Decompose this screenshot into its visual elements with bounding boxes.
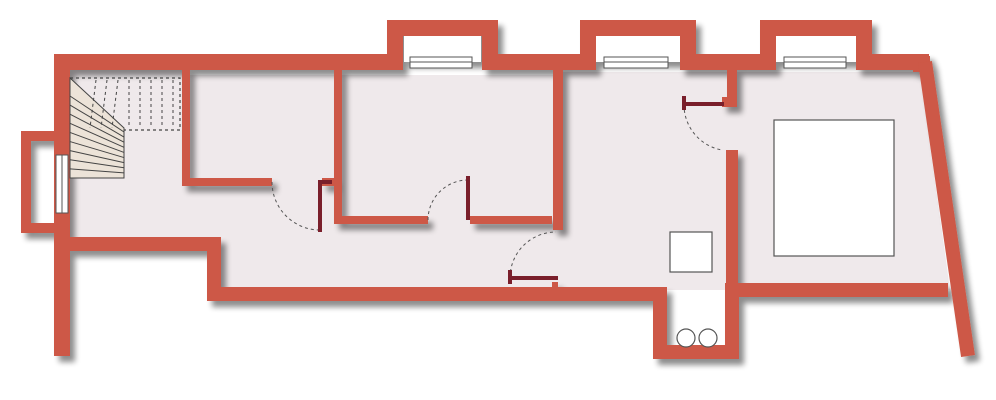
window-north-1 — [409, 56, 473, 69]
wardrobe — [669, 231, 713, 273]
stair-tread-upper — [89, 79, 97, 129]
stair-tread — [69, 95, 125, 133]
stair-tread — [69, 113, 125, 143]
west-bay — [21, 131, 62, 233]
doors — [271, 96, 724, 284]
stair-tread — [69, 104, 125, 138]
bay-recess-3 — [776, 36, 856, 62]
stair-tread — [69, 168, 125, 174]
stair-tread-upper — [111, 79, 119, 129]
bay-recess-2 — [596, 36, 680, 62]
door-room2 — [427, 176, 470, 221]
furniture — [669, 119, 895, 348]
bay-recess-1 — [404, 36, 481, 62]
wall-south-west — [62, 237, 948, 359]
wall-north — [54, 20, 930, 72]
stair-landing-outline — [70, 77, 181, 131]
chimney-flues — [676, 328, 718, 348]
windows — [55, 56, 847, 214]
stair-tread — [69, 122, 125, 148]
wall-east — [918, 60, 975, 358]
stair-tread — [69, 131, 125, 153]
wall-room1-room2 — [334, 66, 428, 224]
double-bed — [773, 119, 895, 257]
stair-tread — [69, 150, 125, 164]
stair-tread — [69, 159, 125, 169]
walls — [21, 20, 975, 359]
wall-bedroom-west-top — [722, 66, 737, 107]
flue-1 — [676, 328, 696, 348]
stair-tread — [69, 141, 125, 159]
wall-room1-west — [182, 66, 272, 186]
window-west — [55, 154, 69, 214]
door-hall-south — [508, 231, 558, 284]
stair-tread-upper — [100, 79, 108, 129]
door-bedroom — [682, 96, 724, 151]
window-north-2 — [603, 56, 669, 69]
flue-2 — [698, 328, 718, 348]
window-north-3 — [783, 56, 847, 69]
stairs — [69, 76, 181, 179]
door-room1 — [271, 180, 332, 232]
